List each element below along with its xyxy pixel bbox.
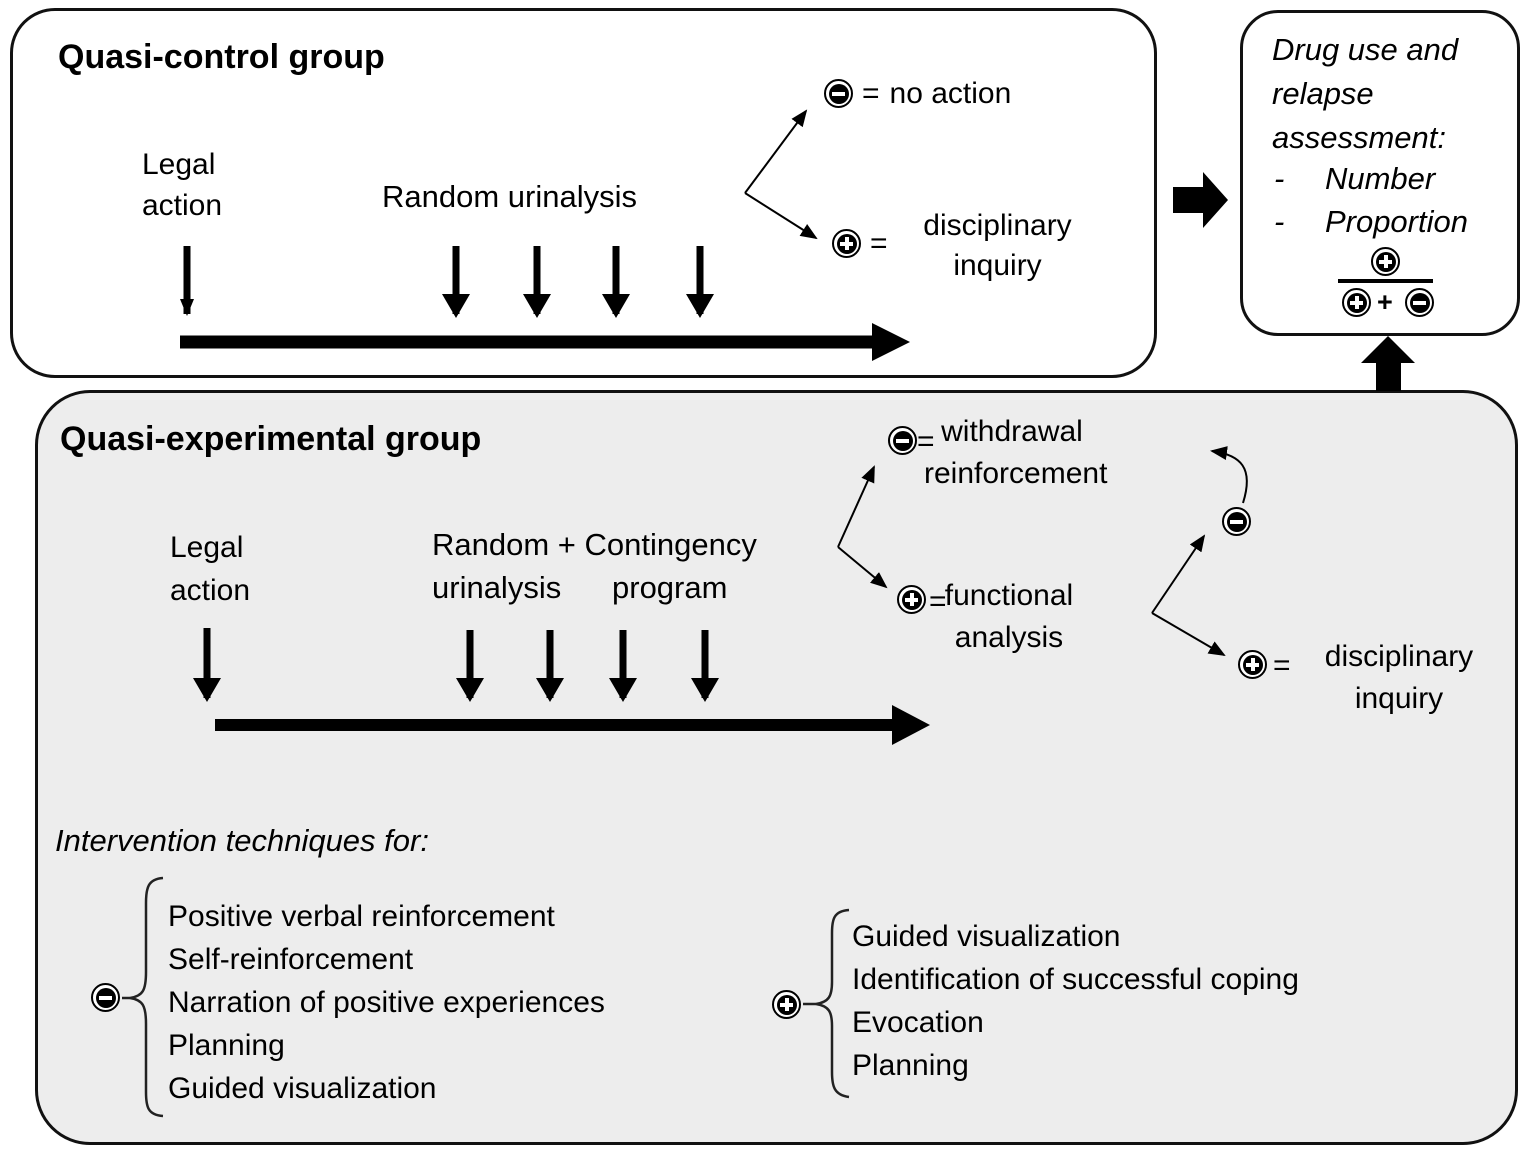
assessment-bullet-proportion: - Proportion bbox=[1274, 204, 1468, 239]
equals-sign: = bbox=[870, 227, 888, 260]
list-item: Narration of positive experiences bbox=[168, 986, 605, 1019]
up-block-arrow bbox=[1361, 336, 1415, 391]
plus-circle-icon bbox=[1238, 650, 1267, 679]
experimental-urinalysis-line2b: program bbox=[612, 570, 728, 605]
list-item: Evocation bbox=[852, 1006, 984, 1039]
equals-sign: = bbox=[1273, 649, 1291, 682]
plus-operator: + bbox=[1377, 287, 1393, 317]
plus-circle-icon bbox=[832, 229, 861, 258]
plus-techniques-list: Guided visualization Identification of s… bbox=[852, 915, 1299, 1087]
equals-sign: = bbox=[917, 425, 935, 458]
intervention-heading: Intervention techniques for: bbox=[55, 823, 429, 858]
fraction-bar bbox=[1338, 279, 1433, 283]
equals-sign: = bbox=[862, 77, 880, 110]
quasi-control-group-box bbox=[10, 8, 1157, 378]
assessment-bullet-number: - Number bbox=[1274, 161, 1436, 196]
plus-circle-icon bbox=[772, 990, 801, 1019]
minus-circle-icon bbox=[1222, 507, 1251, 536]
minus-circle-icon bbox=[1405, 288, 1434, 317]
list-item: Positive verbal reinforcement bbox=[168, 900, 555, 933]
assessment-title: Drug use and relapse assessment: bbox=[1272, 32, 1459, 155]
plus-circle-icon bbox=[1342, 288, 1371, 317]
list-item: Guided visualization bbox=[168, 1072, 437, 1105]
experimental-legal-action-label: Legal action bbox=[170, 531, 251, 607]
list-item: Planning bbox=[852, 1049, 969, 1082]
list-item: Guided visualization bbox=[852, 920, 1121, 953]
functional-analysis-label: functional analysis bbox=[944, 579, 1074, 654]
withdrawal-reinforcement-label: withdrawal reinforcement bbox=[924, 415, 1108, 490]
plus-circle-icon bbox=[1371, 247, 1400, 276]
right-block-arrow bbox=[1173, 172, 1228, 228]
list-item: Self-reinforcement bbox=[168, 943, 414, 976]
control-negative-outcome: = no action bbox=[862, 78, 1011, 110]
no-action-label: no action bbox=[889, 77, 1012, 110]
minus-circle-icon bbox=[888, 426, 917, 455]
equals-sign: = bbox=[929, 585, 947, 618]
control-legal-action-label: Legal action bbox=[142, 148, 223, 222]
experimental-group-title: Quasi-experimental group bbox=[60, 420, 482, 458]
list-item: Planning bbox=[168, 1029, 285, 1062]
minus-circle-icon bbox=[91, 983, 120, 1012]
quasi-experimental-group-box bbox=[35, 390, 1518, 1145]
experimental-urinalysis-line1: Random + Contingency bbox=[432, 527, 757, 562]
plus-circle-icon bbox=[897, 585, 926, 614]
minus-techniques-list: Positive verbal reinforcement Self-reinf… bbox=[168, 895, 605, 1110]
control-group-title: Quasi-control group bbox=[58, 38, 385, 76]
control-urinalysis-label: Random urinalysis bbox=[382, 179, 637, 214]
experimental-urinalysis-line2a: urinalysis bbox=[432, 570, 562, 605]
control-positive-outcome: disciplinary inquiry bbox=[923, 209, 1072, 282]
minus-circle-icon bbox=[824, 79, 853, 108]
list-item: Identification of successful coping bbox=[852, 963, 1299, 996]
disciplinary-inquiry-label: disciplinary inquiry bbox=[1324, 640, 1474, 715]
